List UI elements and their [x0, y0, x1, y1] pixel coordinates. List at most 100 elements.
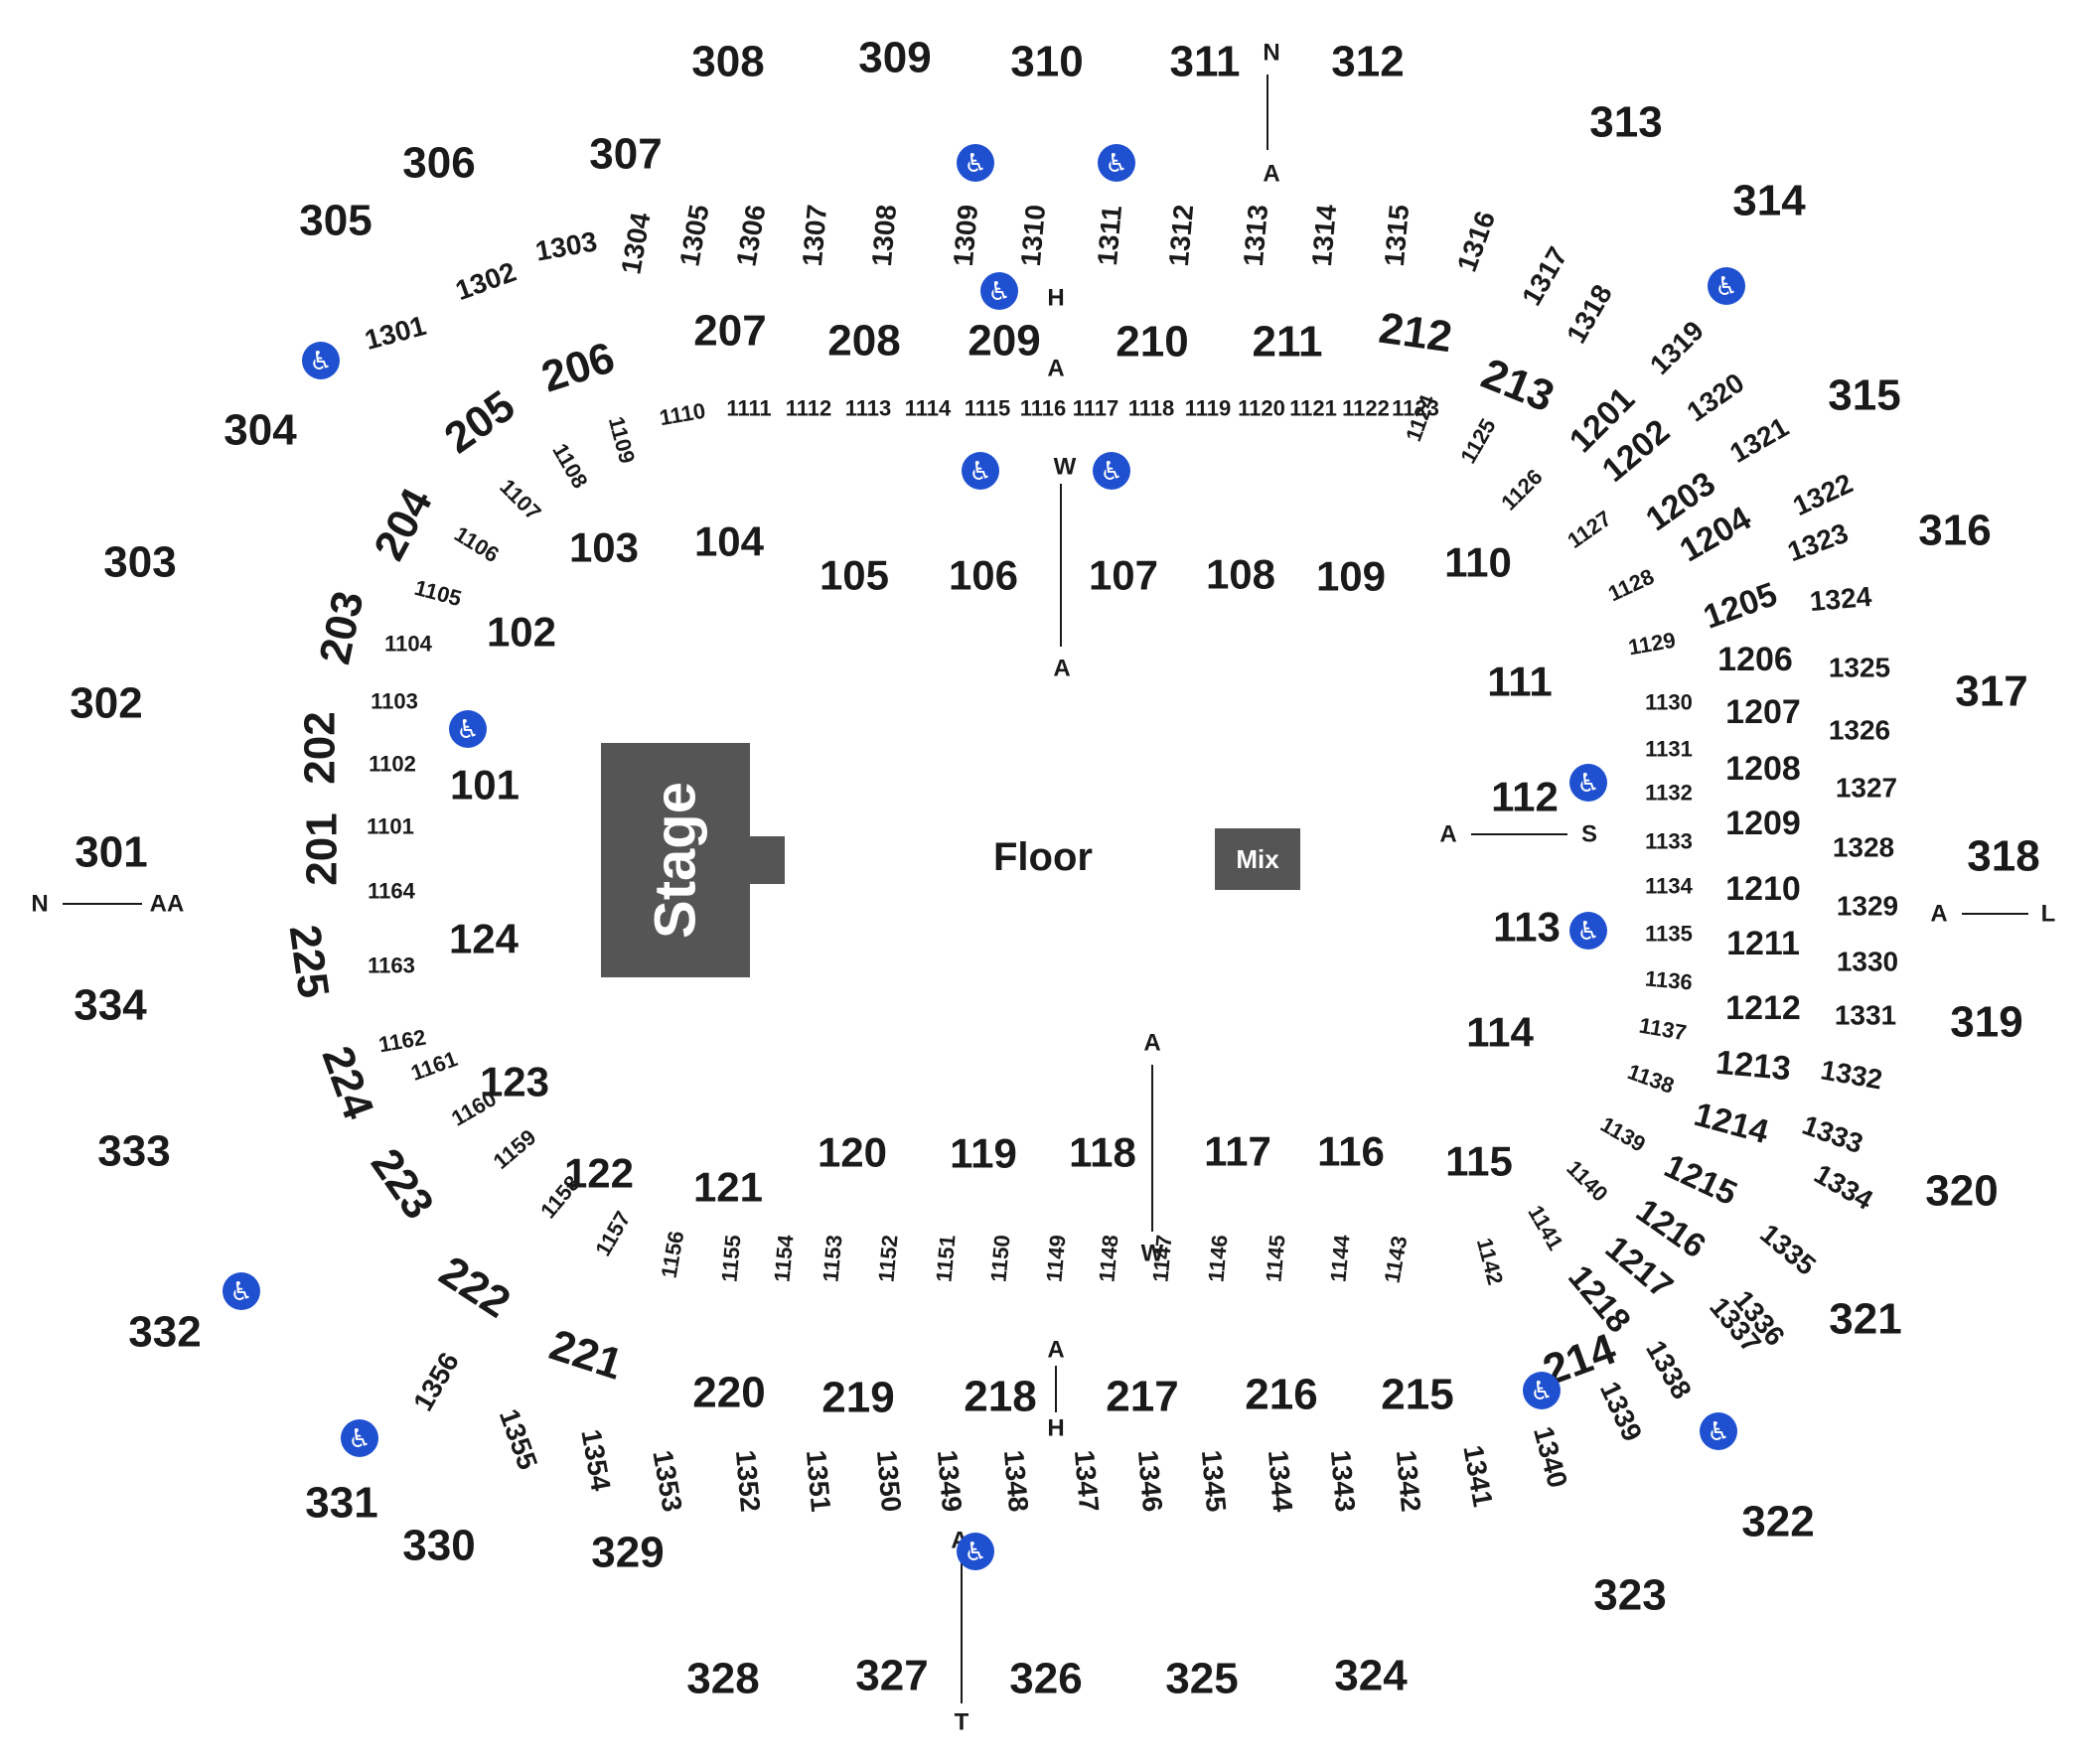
section-1328[interactable]: 1328 [1833, 832, 1894, 863]
section-1137[interactable]: 1137 [1637, 1013, 1688, 1046]
section-1313[interactable]: 1313 [1238, 204, 1273, 268]
section-1148[interactable]: 1148 [1094, 1234, 1122, 1283]
section-225[interactable]: 225 [280, 922, 339, 1001]
section-308[interactable]: 308 [691, 38, 764, 86]
section-1330[interactable]: 1330 [1837, 947, 1898, 977]
section-1343[interactable]: 1343 [1325, 1449, 1361, 1514]
section-215[interactable]: 215 [1381, 1371, 1453, 1419]
section-1312[interactable]: 1312 [1163, 204, 1199, 268]
section-1348[interactable]: 1348 [998, 1449, 1034, 1514]
section-1309[interactable]: 1309 [948, 204, 983, 268]
section-204[interactable]: 204 [365, 481, 442, 568]
section-1214[interactable]: 1214 [1691, 1096, 1773, 1151]
section-1334[interactable]: 1334 [1809, 1158, 1878, 1216]
section-1109[interactable]: 1109 [604, 414, 641, 467]
stage-block[interactable]: Stage [601, 743, 785, 977]
section-1105[interactable]: 1105 [412, 575, 465, 612]
section-1132[interactable]: 1132 [1645, 781, 1693, 806]
section-117[interactable]: 117 [1204, 1128, 1271, 1175]
section-310[interactable]: 310 [1010, 38, 1083, 86]
section-1308[interactable]: 1308 [866, 204, 902, 268]
section-1329[interactable]: 1329 [1837, 891, 1898, 922]
section-211[interactable]: 211 [1253, 318, 1323, 367]
section-120[interactable]: 120 [818, 1129, 887, 1176]
section-1163[interactable]: 1163 [368, 954, 415, 978]
section-1159[interactable]: 1159 [489, 1124, 541, 1174]
section-1150[interactable]: 1150 [985, 1234, 1014, 1283]
section-304[interactable]: 304 [224, 406, 297, 455]
section-105[interactable]: 105 [820, 552, 889, 599]
section-116[interactable]: 116 [1317, 1128, 1385, 1175]
section-203[interactable]: 203 [310, 587, 372, 668]
section-123[interactable]: 123 [480, 1059, 549, 1105]
section-1101[interactable]: 1101 [367, 814, 414, 839]
section-216[interactable]: 216 [1245, 1371, 1317, 1419]
section-1307[interactable]: 1307 [797, 204, 832, 268]
section-1131[interactable]: 1131 [1645, 737, 1693, 762]
section-327[interactable]: 327 [855, 1652, 928, 1700]
section-1142[interactable]: 1142 [1472, 1236, 1509, 1288]
floor-label[interactable]: Floor [993, 835, 1093, 879]
section-1138[interactable]: 1138 [1624, 1059, 1677, 1099]
section-1108[interactable]: 1108 [547, 439, 593, 493]
section-1340[interactable]: 1340 [1528, 1423, 1573, 1491]
section-332[interactable]: 332 [128, 1308, 201, 1357]
section-1353[interactable]: 1353 [647, 1448, 687, 1515]
section-1208[interactable]: 1208 [1725, 750, 1801, 788]
section-1212[interactable]: 1212 [1725, 989, 1801, 1027]
section-1164[interactable]: 1164 [368, 879, 415, 904]
section-1303[interactable]: 1303 [533, 225, 600, 266]
section-1117[interactable]: 1117 [1073, 396, 1119, 421]
section-220[interactable]: 220 [692, 1369, 765, 1417]
section-322[interactable]: 322 [1741, 1498, 1814, 1546]
section-1135[interactable]: 1135 [1645, 922, 1693, 947]
section-1339[interactable]: 1339 [1594, 1377, 1648, 1446]
section-1114[interactable]: 1114 [905, 396, 952, 421]
section-1317[interactable]: 1317 [1516, 241, 1573, 310]
section-323[interactable]: 323 [1593, 1571, 1666, 1620]
section-104[interactable]: 104 [694, 518, 765, 565]
section-113[interactable]: 113 [1493, 904, 1561, 951]
section-219[interactable]: 219 [821, 1374, 894, 1422]
section-1139[interactable]: 1139 [1596, 1111, 1650, 1157]
section-217[interactable]: 217 [1106, 1373, 1178, 1421]
section-1354[interactable]: 1354 [575, 1427, 616, 1494]
section-318[interactable]: 318 [1967, 832, 2039, 881]
section-207[interactable]: 207 [693, 307, 766, 356]
section-1306[interactable]: 1306 [730, 203, 771, 269]
section-107[interactable]: 107 [1089, 552, 1158, 599]
section-1102[interactable]: 1102 [369, 752, 416, 777]
section-1113[interactable]: 1113 [845, 396, 892, 421]
section-1119[interactable]: 1119 [1185, 396, 1232, 421]
section-1133[interactable]: 1133 [1645, 829, 1693, 854]
section-1162[interactable]: 1162 [376, 1025, 427, 1058]
section-118[interactable]: 118 [1069, 1129, 1136, 1176]
section-119[interactable]: 119 [950, 1130, 1017, 1177]
section-1115[interactable]: 1115 [965, 396, 1011, 421]
section-1151[interactable]: 1151 [931, 1234, 960, 1283]
section-202[interactable]: 202 [296, 711, 345, 784]
section-1349[interactable]: 1349 [932, 1449, 968, 1514]
section-112[interactable]: 112 [1491, 774, 1559, 820]
section-1147[interactable]: 1147 [1147, 1234, 1176, 1283]
section-1347[interactable]: 1347 [1069, 1449, 1105, 1514]
section-1104[interactable]: 1104 [384, 632, 432, 657]
section-328[interactable]: 328 [686, 1655, 759, 1703]
section-1130[interactable]: 1130 [1645, 690, 1693, 715]
section-1146[interactable]: 1146 [1203, 1234, 1232, 1283]
section-1152[interactable]: 1152 [873, 1234, 902, 1283]
section-1122[interactable]: 1122 [1342, 396, 1390, 421]
section-1126[interactable]: 1126 [1496, 464, 1547, 514]
section-314[interactable]: 314 [1732, 177, 1806, 225]
section-212[interactable]: 212 [1376, 304, 1455, 363]
section-1106[interactable]: 1106 [450, 521, 504, 567]
section-1342[interactable]: 1342 [1391, 1449, 1426, 1514]
section-1356[interactable]: 1356 [407, 1347, 465, 1415]
section-114[interactable]: 114 [1466, 1009, 1534, 1056]
section-1112[interactable]: 1112 [786, 396, 832, 421]
section-1118[interactable]: 1118 [1128, 396, 1175, 421]
section-306[interactable]: 306 [402, 139, 475, 188]
section-324[interactable]: 324 [1334, 1652, 1408, 1700]
section-309[interactable]: 309 [858, 34, 931, 82]
section-213[interactable]: 213 [1475, 350, 1561, 422]
